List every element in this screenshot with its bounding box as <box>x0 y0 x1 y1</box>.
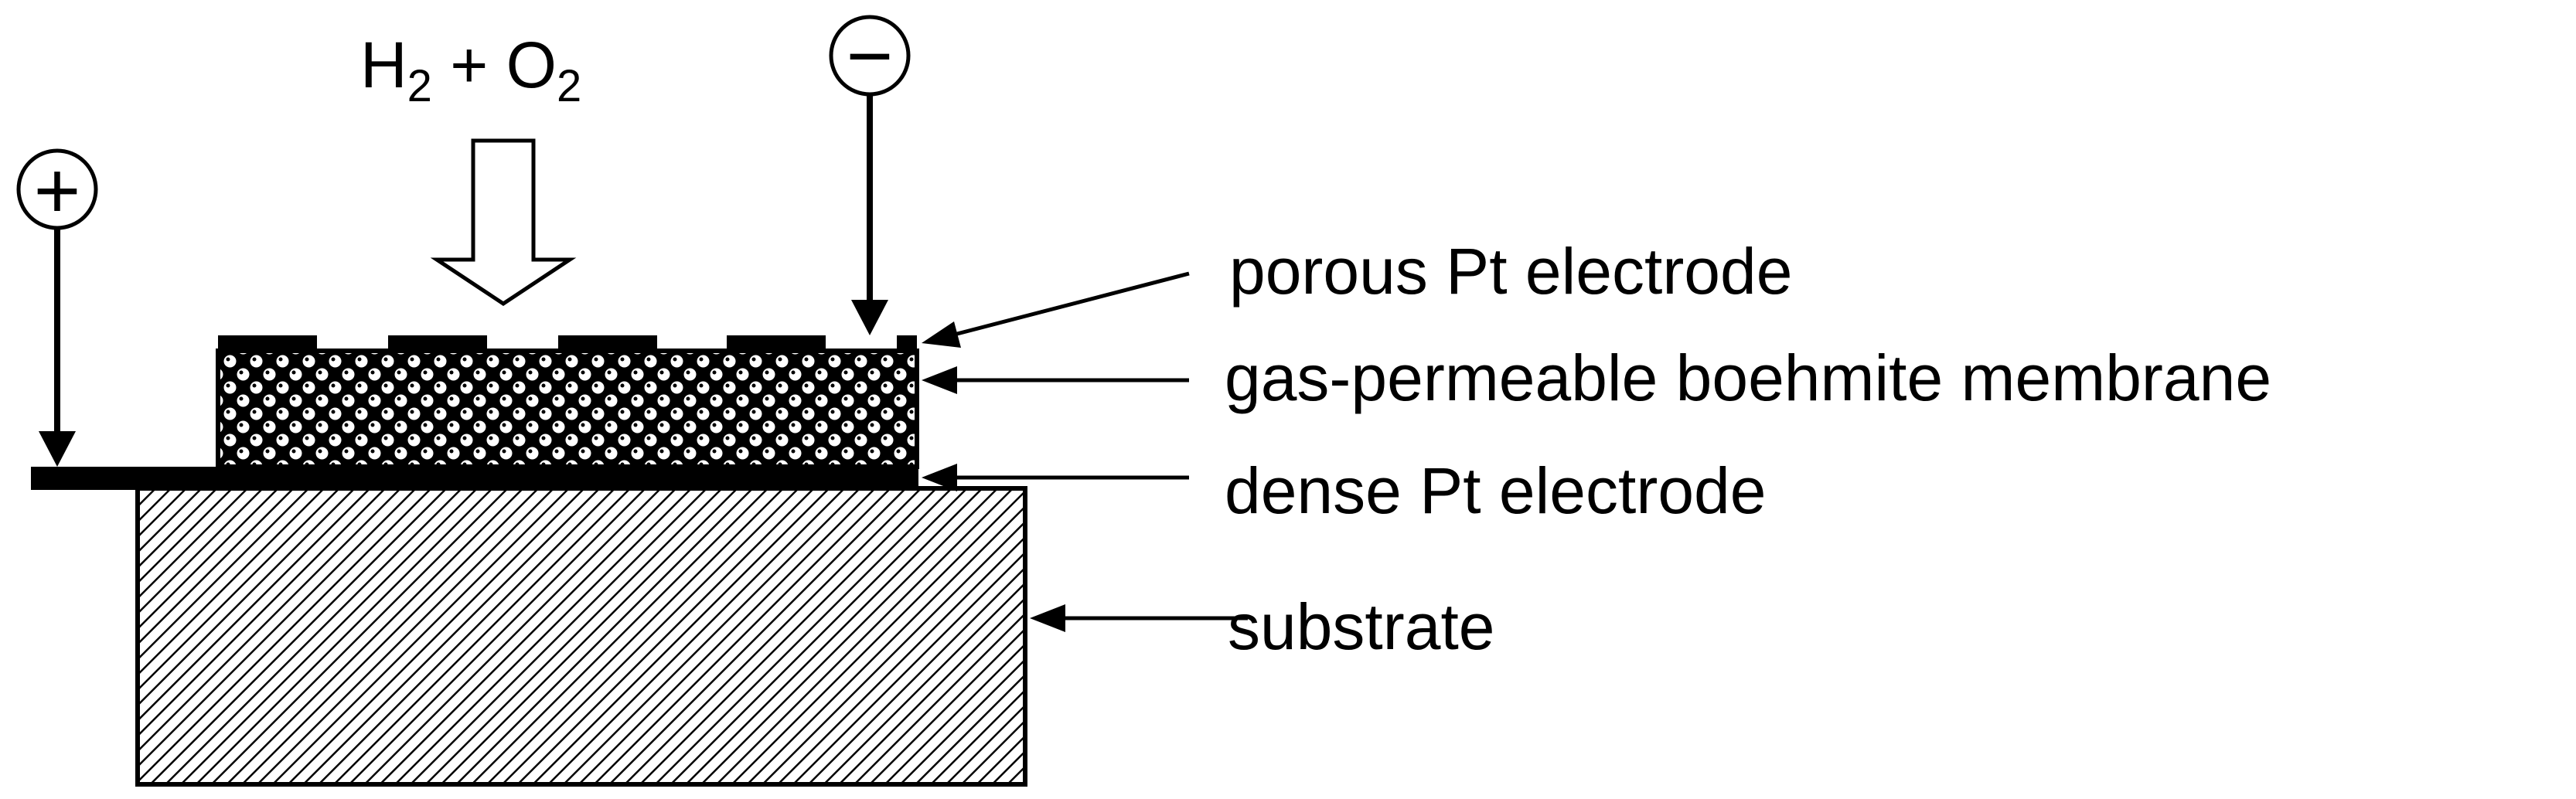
gas-o: O <box>506 29 557 101</box>
gas-label: H2 + O2 <box>360 29 581 111</box>
boehmite-membrane <box>216 348 919 469</box>
membrane-leader-arrowhead-icon <box>922 366 957 394</box>
porous-leader-arrowhead-icon <box>922 321 961 348</box>
gas-o-subscript: 2 <box>557 61 581 111</box>
dense-electrode-label: dense Pt electrode <box>1225 454 1766 527</box>
positive-terminal: + <box>16 146 98 467</box>
gas-inflow-arrow-icon <box>430 138 577 306</box>
positive-lead-arrowhead-icon <box>39 431 76 467</box>
membrane-label: gas-permeable boehmite membrane <box>1225 342 2271 414</box>
porous-pt-segment <box>897 335 917 352</box>
gas-h-subscript: 2 <box>407 61 432 111</box>
substrate-label: substrate <box>1228 590 1495 663</box>
substrate-block <box>135 486 1027 787</box>
negative-terminal-symbol: − <box>847 12 894 101</box>
porous-leader-line <box>956 271 1190 336</box>
porous-pt-segment <box>388 335 487 352</box>
porous-electrode-label: porous Pt electrode <box>1229 235 1792 308</box>
gas-plus: + <box>432 29 506 101</box>
positive-terminal-symbol: + <box>34 146 81 236</box>
porous-pt-segment <box>558 335 657 352</box>
substrate-leader-arrowhead-icon <box>1030 604 1065 632</box>
gas-h: H <box>360 29 407 101</box>
negative-lead-arrowhead-icon <box>851 300 888 335</box>
porous-pt-segment <box>727 335 826 352</box>
negative-terminal: − <box>829 12 911 335</box>
porous-pt-segment <box>218 335 317 352</box>
porous-pt-electrode <box>218 335 917 352</box>
dense-leader-arrowhead-icon <box>922 464 957 491</box>
dense-pt-electrode <box>31 467 918 490</box>
